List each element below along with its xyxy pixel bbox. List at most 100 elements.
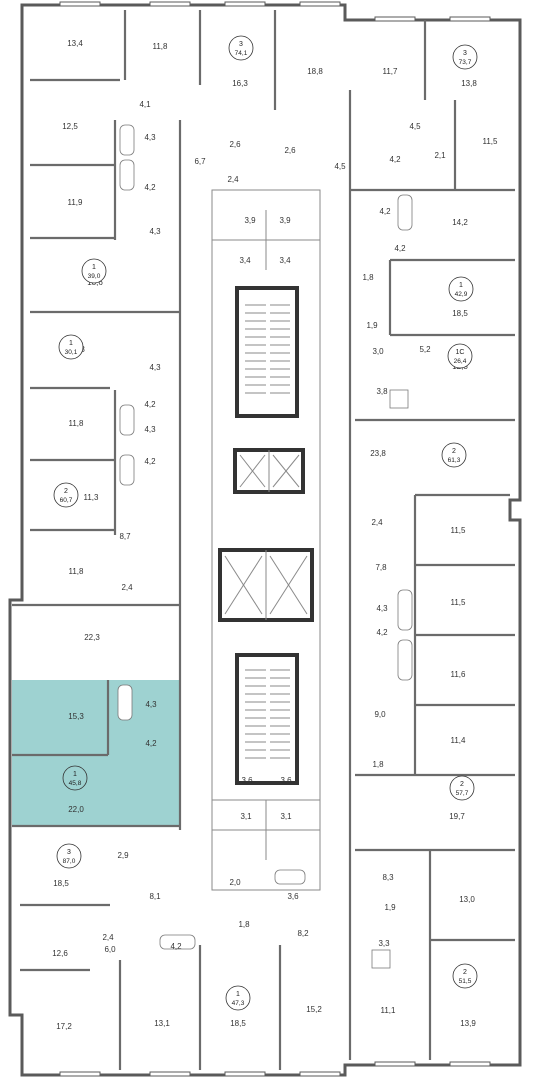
room-area-label: 4,3	[144, 425, 156, 434]
badge-room-count: 2	[463, 969, 467, 976]
badge-circle	[441, 442, 467, 468]
room-area-label: 3,9	[279, 216, 291, 225]
room-area-label: 2,1	[434, 151, 446, 160]
room-area-label: 6,0	[104, 945, 116, 954]
badge-room-count: 1	[236, 991, 240, 998]
highlighted-apartment[interactable]	[12, 680, 180, 826]
right-wing-walls	[348, 20, 515, 1060]
room-area-label: 1,9	[366, 321, 378, 330]
room-area-label: 2,4	[102, 933, 114, 942]
badge-room-count: 2	[460, 781, 464, 788]
staircase-bottom	[235, 653, 299, 785]
room-area-label: 5,2	[419, 345, 431, 354]
room-area-label: 13,9	[460, 1019, 476, 1028]
room-area-label: 4,2	[389, 155, 401, 164]
room-area-label: 8,3	[382, 873, 394, 882]
room-area-label: 9,0	[374, 710, 386, 719]
room-area-label: 13,1	[154, 1019, 170, 1028]
room-area-label: 3,4	[279, 256, 291, 265]
room-area-label: 4,2	[144, 400, 156, 409]
apartment-badge[interactable]: 145,8	[62, 765, 88, 791]
room-area-label: 14,2	[452, 218, 468, 227]
badge-area: 39,0	[88, 273, 101, 280]
room-area-label: 8,7	[119, 532, 131, 541]
room-area-label: 11,1	[381, 1006, 397, 1015]
badge-circle	[448, 276, 474, 302]
room-area-label: 2,6	[229, 140, 241, 149]
badge-room-count: 3	[239, 41, 243, 48]
badge-area: 42,9	[455, 291, 468, 298]
left-wing-walls	[12, 10, 282, 1070]
room-area-label: 3,3	[378, 939, 390, 948]
room-area-label: 4,2	[376, 628, 388, 637]
room-area-label: 18,5	[53, 879, 69, 888]
badge-circle	[452, 44, 478, 70]
room-area-label: 12,6	[52, 949, 68, 958]
apartment-badge[interactable]: 139,0	[81, 258, 107, 284]
apartment-badge[interactable]: 373,7	[452, 44, 478, 70]
badge-area: 47,3	[232, 1000, 245, 1007]
room-area-label: 4,3	[144, 133, 156, 142]
room-area-label: 11,4	[451, 736, 467, 745]
highlighted-room-area-label: 22,0	[68, 805, 84, 814]
badge-room-count: 2	[452, 448, 456, 455]
stair-treads	[245, 304, 290, 759]
room-area-label: 4,2	[144, 183, 156, 192]
room-area-label: 3,1	[280, 812, 292, 821]
badge-area: 74,1	[235, 50, 248, 57]
room-area-label: 22,3	[84, 633, 100, 642]
room-area-label: 13,4	[67, 39, 83, 48]
bathroom-fixtures	[117, 124, 413, 969]
highlighted-room-area-label: 4,2	[145, 739, 157, 748]
badge-room-count: 1	[92, 264, 96, 271]
room-area-label: 1,8	[238, 920, 250, 929]
apartment-badge[interactable]: 260,7	[53, 482, 79, 508]
room-area-label: 11,9	[68, 198, 84, 207]
apartment-badge[interactable]: 251,5	[452, 963, 478, 989]
room-area-label: 18,8	[307, 67, 323, 76]
room-area-label: 3,6	[287, 892, 299, 901]
badge-room-count: 3	[67, 849, 71, 856]
room-area-label: 2,0	[229, 878, 241, 887]
apartment-badge[interactable]: 130,1	[58, 334, 84, 360]
room-area-label: 13,0	[459, 895, 475, 904]
room-area-label: 4,2	[394, 244, 406, 253]
room-area-label: 11,7	[383, 67, 399, 76]
room-area-label: 4,5	[334, 162, 346, 171]
room-area-label: 18,5	[230, 1019, 246, 1028]
room-area-label: 8,1	[149, 892, 161, 901]
highlighted-apartment-labels: 15,34,34,222,0	[68, 700, 157, 814]
room-area-label: 8,2	[297, 929, 309, 938]
apartment-badge[interactable]: 261,3	[441, 442, 467, 468]
room-area-label: 4,1	[139, 100, 151, 109]
badge-circle	[452, 963, 478, 989]
badge-room-count: 1С	[456, 349, 465, 356]
apartment-badge[interactable]: 142,9	[448, 276, 474, 302]
room-area-label: 4,3	[376, 604, 388, 613]
room-area-label: 19,7	[449, 812, 465, 821]
room-area-label: 2,4	[371, 518, 383, 527]
apartment-badge[interactable]: 387,0	[56, 843, 82, 869]
apartment-badge[interactable]: 257,7	[449, 775, 475, 801]
room-area-label: 3,6	[241, 776, 253, 785]
room-area-label: 15,2	[306, 1005, 322, 1014]
badge-room-count: 2	[64, 488, 68, 495]
room-area-label: 4,2	[144, 457, 156, 466]
room-area-label: 11,8	[153, 42, 169, 51]
room-area-label: 3,0	[372, 347, 384, 356]
room-area-label: 11,6	[451, 670, 467, 679]
room-area-label: 16,3	[232, 79, 248, 88]
apartment-badge[interactable]: 374,1	[228, 35, 254, 61]
room-area-label: 13,8	[461, 79, 477, 88]
room-area-label: 7,8	[375, 563, 387, 572]
badge-area: 87,0	[63, 858, 76, 865]
room-area-label: 11,5	[483, 137, 499, 146]
badge-circle	[225, 985, 251, 1011]
badge-circle	[58, 334, 84, 360]
room-area-label: 4,3	[149, 227, 161, 236]
room-area-label: 1,8	[362, 273, 374, 282]
badge-area: 73,7	[459, 59, 472, 66]
apartment-badge[interactable]: 147,3	[225, 985, 251, 1011]
